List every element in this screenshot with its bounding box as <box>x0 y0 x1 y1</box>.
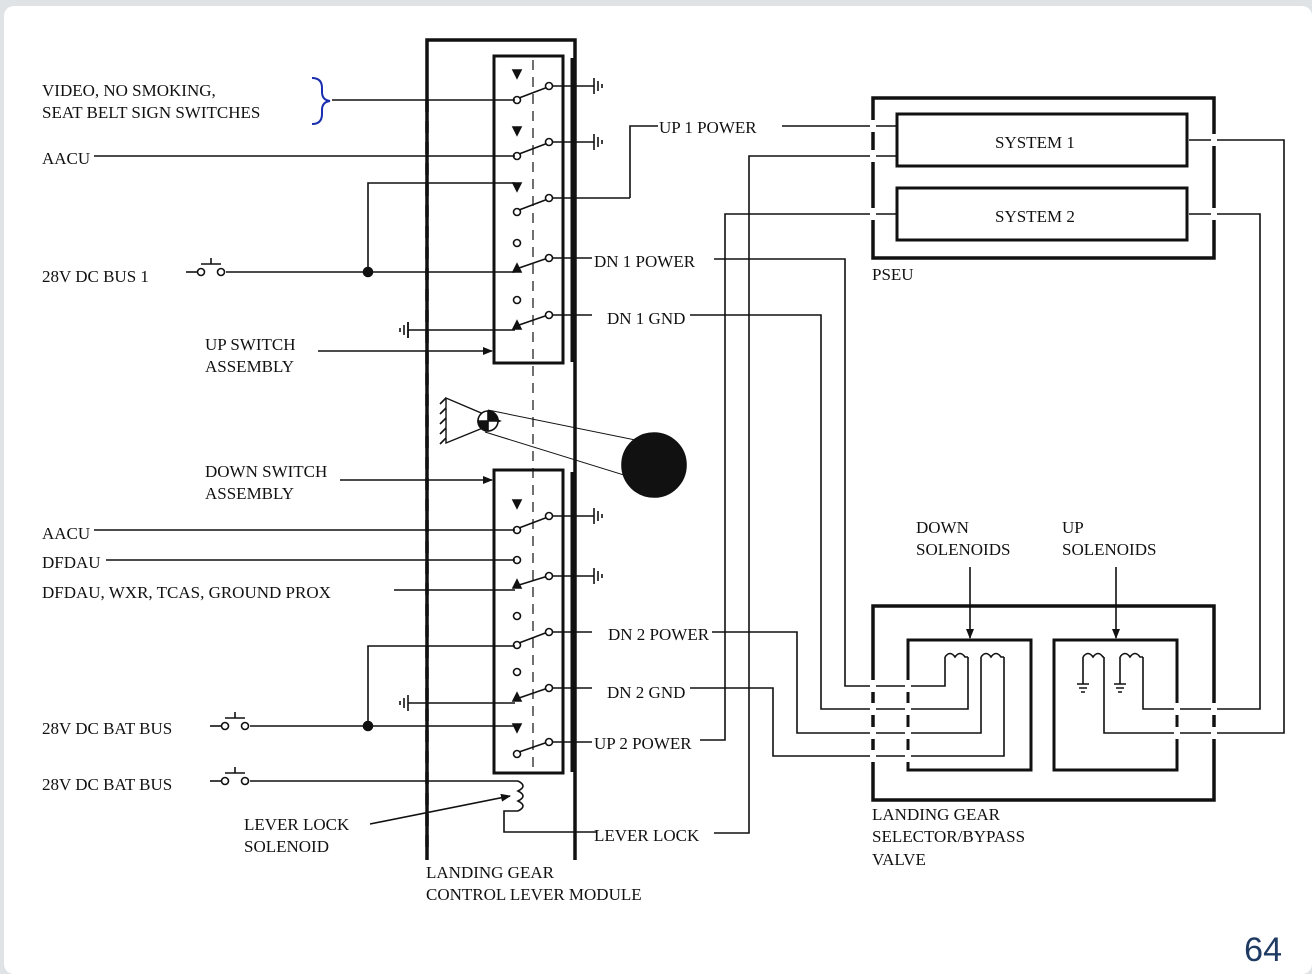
lever-lock-solenoid-label-1: LEVER LOCK <box>244 815 350 834</box>
up-solenoids-label-2: SOLENOIDS <box>1062 540 1156 559</box>
down-solenoids-label-1: DOWN <box>916 518 969 537</box>
aacu-bottom-label: AACU <box>42 524 90 543</box>
landing-gear-wiring-diagram: VIDEO, NO SMOKING, SEAT BELT SIGN SWITCH… <box>42 38 1285 904</box>
down-switch-contacts <box>511 499 594 759</box>
up-switch-assembly-box <box>492 54 574 365</box>
module-label-2: CONTROL LEVER MODULE <box>426 885 642 904</box>
dn1-power-label: DN 1 POWER <box>594 252 696 271</box>
up-switch-label-2: ASSEMBLY <box>205 357 294 376</box>
selector-valve-box <box>871 604 1216 802</box>
video-switches-label-2: SEAT BELT SIGN SWITCHES <box>42 103 260 122</box>
system1-label: SYSTEM 1 <box>995 133 1075 152</box>
up2-power-label: UP 2 POWER <box>594 734 692 753</box>
lever-lock-label: LEVER LOCK <box>594 826 700 845</box>
ground-symbols <box>399 78 603 711</box>
up-switch-contacts <box>511 69 630 330</box>
dc-bat-bus-label-1: 28V DC BAT BUS <box>42 719 172 738</box>
pseu-box <box>871 96 1216 260</box>
lever-handle <box>439 396 687 498</box>
dc-bat-bus-label-2: 28V DC BAT BUS <box>42 775 172 794</box>
lever-lock-solenoid-label-2: SOLENOID <box>244 837 329 856</box>
down-switch-assembly-box <box>492 468 574 775</box>
dfdau-label: DFDAU <box>42 553 101 572</box>
dfdau-wxr-label: DFDAU, WXR, TCAS, GROUND PROX <box>42 583 331 602</box>
aacu-top-label: AACU <box>42 149 90 168</box>
control-lever-module-frame <box>425 38 577 860</box>
module-label-1: LANDING GEAR <box>426 863 555 882</box>
up1-power-label: UP 1 POWER <box>659 118 757 137</box>
up-switch-label-1: UP SWITCH <box>205 335 296 354</box>
lever-lock-coil <box>503 780 596 833</box>
pseu-label: PSEU <box>872 265 914 284</box>
video-switches-label-1: VIDEO, NO SMOKING, <box>42 81 216 100</box>
bus-switch-symbols <box>186 258 250 786</box>
dn2-gnd-label: DN 2 GND <box>607 683 685 702</box>
page-number: 64 <box>1244 931 1282 969</box>
brace-icon <box>311 77 331 125</box>
valve-label-2: SELECTOR/BYPASS <box>872 827 1025 846</box>
dc-bus-1-label: 28V DC BUS 1 <box>42 267 149 286</box>
left-input-wires <box>94 99 518 782</box>
down-solenoid-coils <box>944 652 1004 659</box>
diagram-page: VIDEO, NO SMOKING, SEAT BELT SIGN SWITCH… <box>4 6 1312 974</box>
up-solenoid-coils <box>1077 652 1143 693</box>
down-switch-label-1: DOWN SWITCH <box>205 462 327 481</box>
dn2-power-label: DN 2 POWER <box>608 625 710 644</box>
valve-label-1: LANDING GEAR <box>872 805 1001 824</box>
output-wires <box>629 125 1285 834</box>
system2-label: SYSTEM 2 <box>995 207 1075 226</box>
valve-label-3: VALVE <box>872 850 926 869</box>
dn1-gnd-label: DN 1 GND <box>607 309 685 328</box>
down-switch-label-2: ASSEMBLY <box>205 484 294 503</box>
up-solenoids-label-1: UP <box>1062 518 1084 537</box>
down-solenoids-label-2: SOLENOIDS <box>916 540 1010 559</box>
